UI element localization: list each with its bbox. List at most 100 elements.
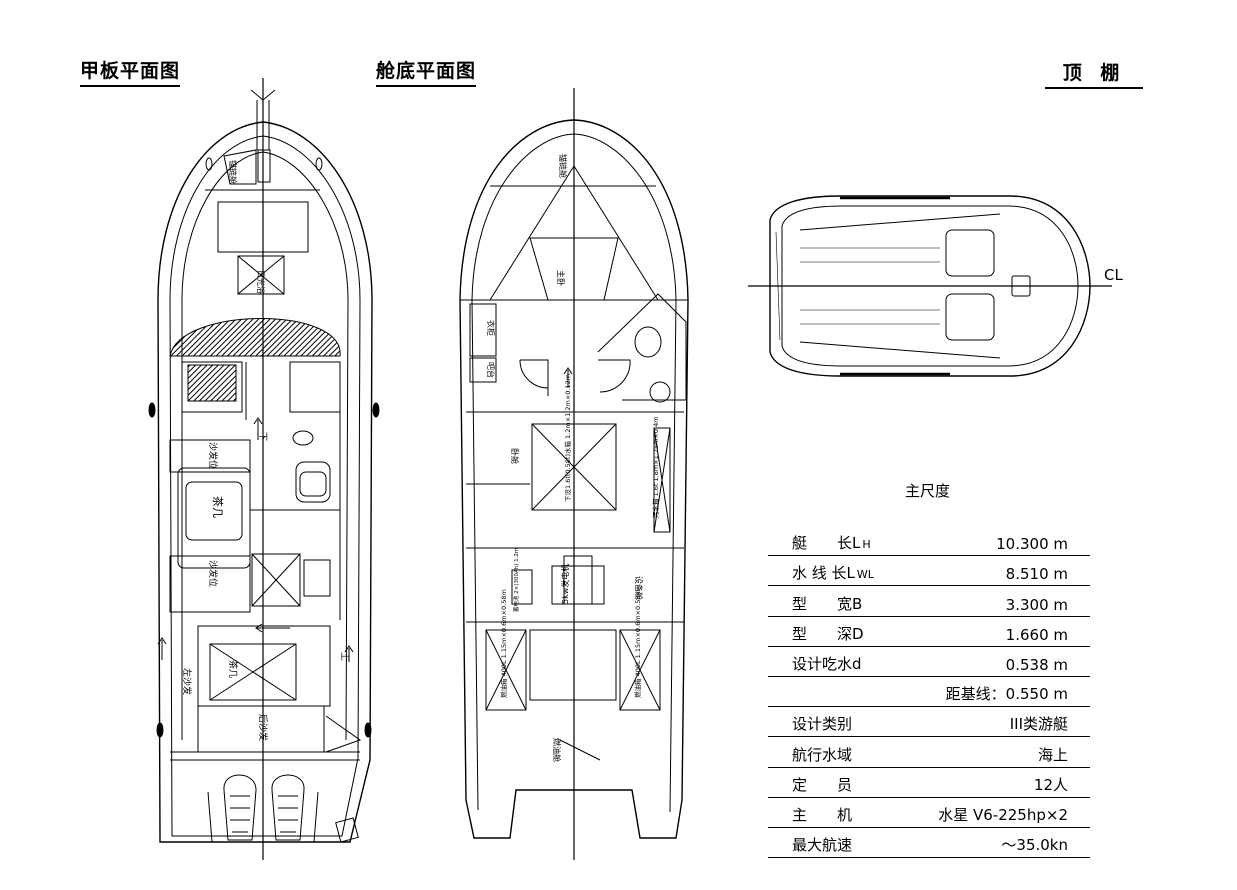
spec-row-label-text: 航行水域 [792,745,853,764]
roof-hatch-2 [945,293,995,341]
deck-label-up: 上 [339,652,350,661]
hull-label-water-tank: 下设1.6t(0.58t)水箱 1.2m×1.2m×0.12m [563,374,572,502]
spec-row-value: 距基线：0.550 m [945,685,1068,704]
deck-sofa-2 [169,555,251,613]
hull-water-tank [531,423,617,511]
hull-battery [511,569,533,605]
hull-label-bar: 吧台 [486,362,496,378]
hull-labels: 锚链舱 主卧 衣柜 吧台 卧舱 下设1.6t(0.58t)水箱 1.2m×1.2… [486,154,660,762]
hull-wardrobe [469,303,497,357]
spec-row-value: 8.510 m [1005,565,1068,584]
hull-bar [469,357,497,383]
roof-antenna-mount [1011,275,1031,297]
spec-row-label-subscript: WL [856,568,874,582]
spec-row-value: 1.660 m [1005,625,1068,644]
hull-black-water-tank [653,427,671,533]
spec-row-label: 航行水域 [792,744,852,765]
spec-row: 最大航速～35.0kn [768,828,1090,859]
hull-outline [459,119,689,839]
spec-row-value: 海上 [1037,745,1068,764]
deck-label-sofa-2: 沙发位 [207,560,219,587]
hull-label-battery: 蓄电池 2×(300Ah) 1.2m [512,548,520,612]
hull-head [597,293,687,401]
deck-labels: 锚链舱 日光浴 沙发位 茶几 沙发位 茶几 左沙发 后沙发 下 上 [181,160,350,741]
spec-row-label-text: 设计类别 [792,715,853,734]
hull-label-fuel-left: 燃油箱 400L 1.15m×0.6m×0.58m [499,589,508,698]
deck-galley [251,553,301,607]
hull-label-wardrobe: 衣柜 [486,320,496,336]
hull-label-equipment: 设备舱 [634,576,644,600]
spec-row-label-text: 设计吃水d [792,654,862,673]
spec-row: 设计吃水d 0.538 m [768,647,1090,677]
deck-hull-outline [157,121,373,843]
deck-label-sunbed: 日光浴 [256,270,266,294]
spec-row-label-text: 最大航速 [792,836,853,855]
spec-row-label: 型 深D [792,623,864,644]
hull-fuel-tank-left [485,629,527,711]
spec-row: 设计类别 III类游艇 [768,707,1090,738]
deck-aft-table-area [197,625,331,707]
spec-table-title: 主尺度 [905,482,951,500]
deck-label-sofa-1: 沙发位 [207,442,219,469]
spec-row-value: 水星 V6-225hp×2 [938,805,1068,824]
spec-row-label: 主 机 [792,804,852,825]
spec-row-label: 设计吃水d [792,653,862,674]
deck-plan-drawing [148,78,380,860]
deck-helm-seat [295,461,331,503]
roof-outline [769,195,1091,377]
spec-row-label-text: 主 机 [792,805,853,824]
spec-row: 主 机 水星 V6-225hp×2 [768,798,1090,828]
hull-label-black-tank: 污水箱 1.6t 1.8m×1.25m×0.4m [651,416,660,518]
bow-anchor [250,89,276,101]
spec-row-label-text: 型 深D [792,624,864,643]
deck-hatch-1 [237,255,285,295]
spec-row-label: 型 宽B [792,593,862,614]
deck-sofa-1 [169,439,251,473]
deck-coffee-table-1 [185,481,243,541]
hull-label-anchor: 锚链舱 [558,154,568,178]
spec-row-label: 最大航速 [792,834,852,855]
spec-row: 航行水域 海上 [768,737,1090,768]
spec-row-value: 10.300 m [996,535,1068,554]
spec-row-value: 0.538 m [1005,655,1068,674]
hull-plan-title: 舱底平面图 [376,56,477,87]
spec-row: 距基线：0.550 m [768,677,1090,708]
deck-anchor-hatch [223,149,257,185]
spec-row-label-text: 型 宽B [792,594,863,613]
hull-plan-drawing [459,88,689,860]
hull-generator [551,565,605,605]
deck-helm-console [181,361,243,413]
deck-windscreen [169,318,341,357]
spec-row: 型 宽B 3.300 m [768,586,1090,617]
hull-label-fuel-right: 燃油箱 400L 1.15m×0.6m×0.58m [633,589,642,698]
spec-row-value: 3.300 m [1005,595,1068,614]
spec-row: 定 员 12人 [768,768,1090,798]
roof-drawing [748,195,1112,377]
spec-row-label-text: 艇 长L [792,534,861,553]
deck-label-left-sofa: 左沙发 [181,668,193,695]
spec-row-label: 定 员 [792,774,852,795]
deck-outboard-engines [207,774,319,843]
spec-row-value: 12人 [1033,775,1068,794]
spec-row-label: 设计类别 [792,713,852,734]
roof-cl-label: CL [1104,266,1123,284]
hull-label-master: 主卧 [556,270,566,286]
hull-label-bedroom: 卧舱 [510,448,520,464]
deck-label-down: 下 [257,432,267,441]
hull-label-fuel-room: 燃油舱 [552,738,562,762]
deck-label-anchor: 锚链舱 [228,160,238,184]
deck-sink [292,430,314,446]
roof-plan-title: 顶 棚 [1045,58,1143,89]
deck-label-rear-sofa: 后沙发 [257,714,269,741]
spec-row-label-text: 定 员 [792,775,853,794]
spec-row-label-text: 水 线 长L [792,564,855,583]
spec-row: 型 深D 1.660 m [768,617,1090,647]
spec-row-value: III类游艇 [1009,715,1068,734]
deck-label-table-1: 茶几 [211,496,224,518]
